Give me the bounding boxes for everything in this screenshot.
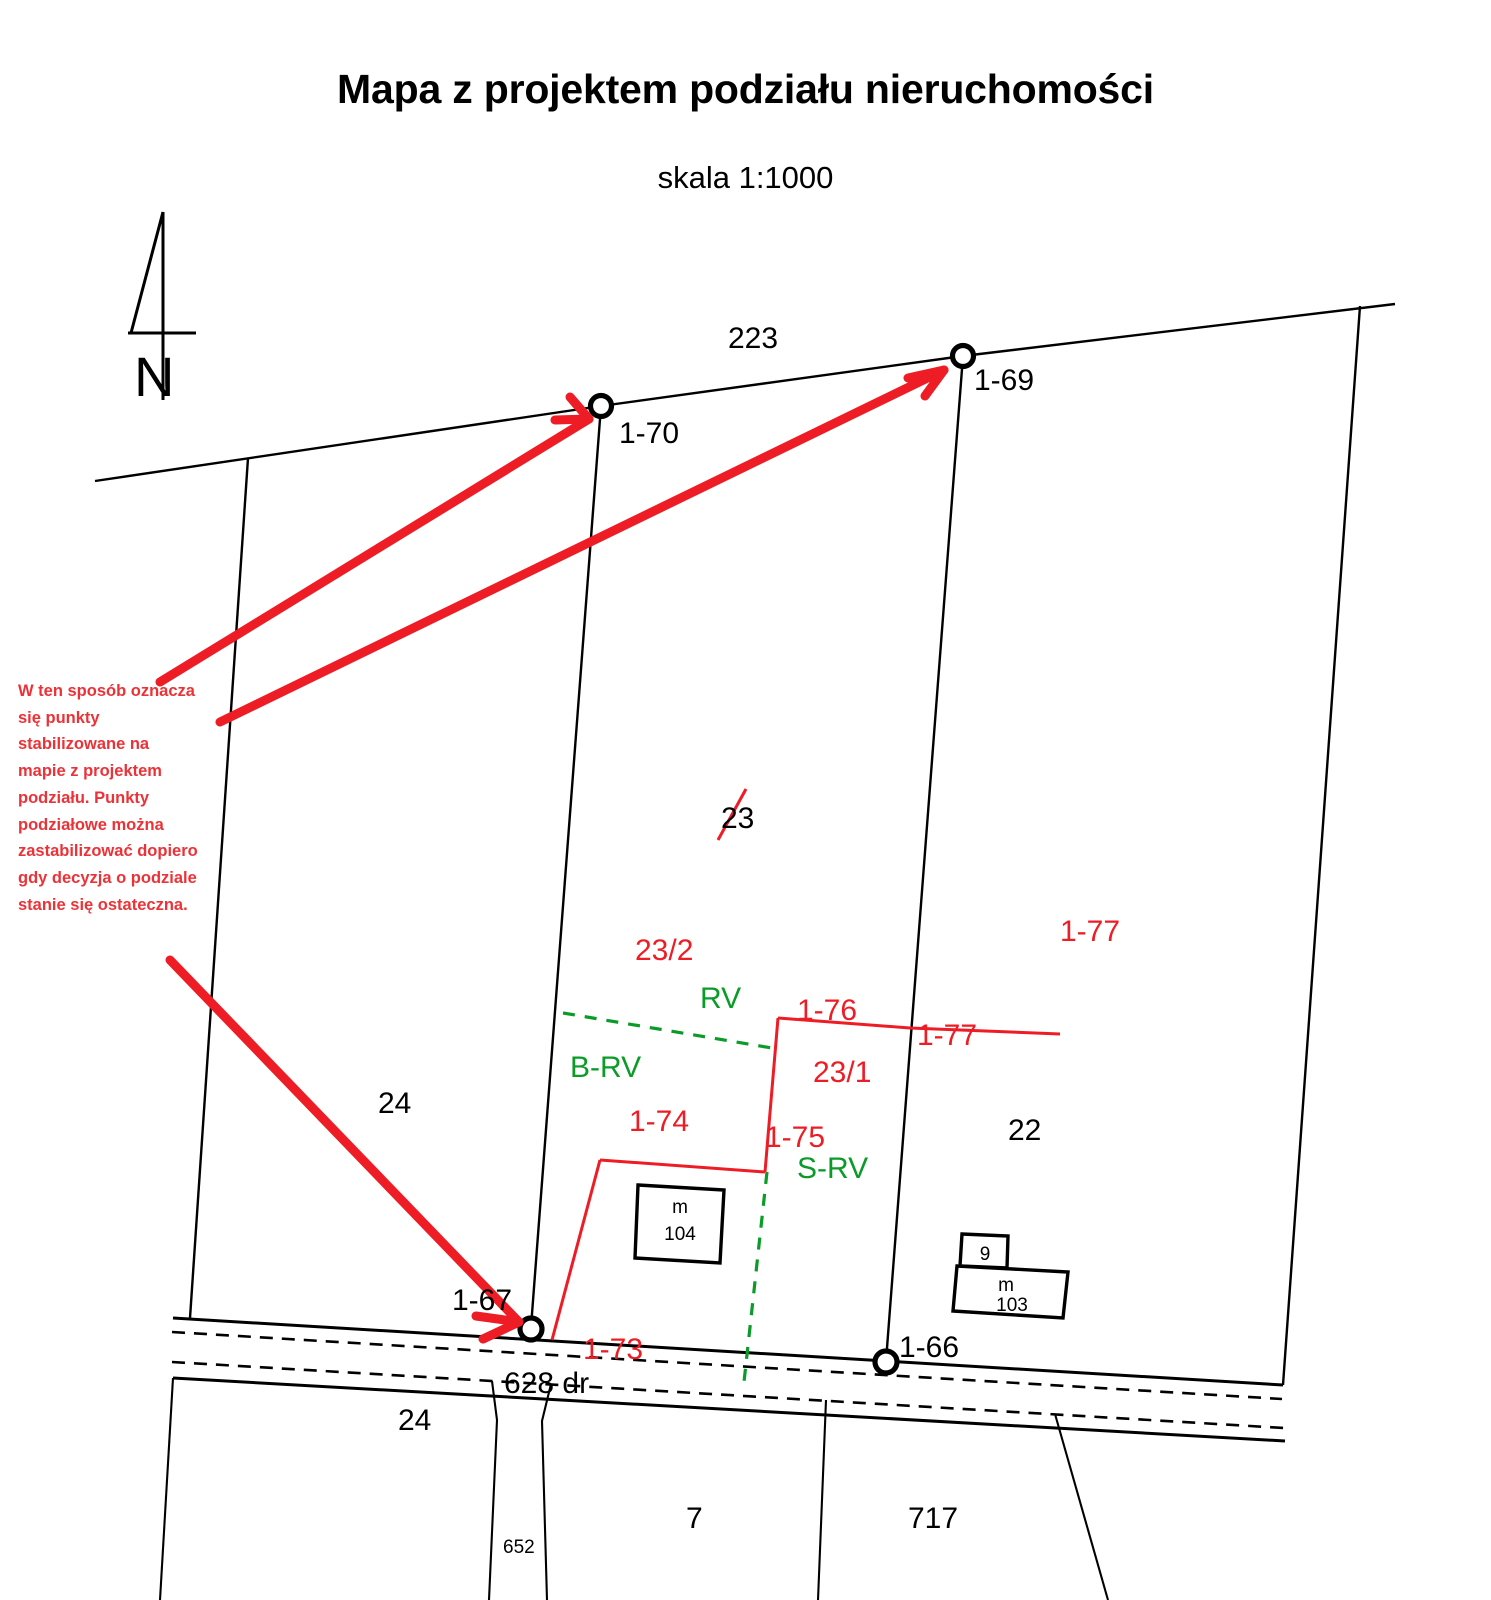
parcel-label-23-1: 23/1: [813, 1056, 871, 1089]
building-103-number: 103: [996, 1295, 1028, 1316]
soil-class-label-b-rv: B-RV: [570, 1051, 641, 1084]
annotation-arrow-middle: [215, 365, 949, 727]
survey-point-label-1-67: 1-67: [452, 1284, 512, 1317]
parcel-label-7: 7: [686, 1502, 703, 1535]
boundary-point-label-1-76: 1-76: [797, 994, 857, 1027]
building-104-type: m: [672, 1197, 688, 1218]
parcel-label-23-2: 23/2: [635, 934, 693, 967]
survey-point-1-70[interactable]: [587, 392, 615, 420]
north-label: N: [134, 345, 174, 408]
survey-point-1-67[interactable]: [517, 1315, 545, 1343]
building-9-number: 9: [980, 1244, 991, 1265]
survey-point-1-69[interactable]: [949, 342, 977, 370]
parcel-label-223: 223: [728, 322, 778, 355]
survey-point-label-1-69: 1-69: [974, 364, 1034, 397]
annotation-note: W ten sposób oznacza się punkty stabiliz…: [18, 682, 198, 914]
soil-class-label-s-rv: S-RV: [797, 1152, 868, 1185]
new-division-boundary: [550, 1016, 1061, 1341]
boundary-point-label-1-73: 1-73: [583, 1333, 643, 1366]
parcel-label-23-old: 23: [721, 802, 754, 835]
annotation-arrow-upper: [155, 392, 594, 687]
north-arrow-icon: [128, 211, 196, 400]
survey-point-markers: [517, 342, 977, 1376]
parcel-label-717: 717: [908, 1502, 958, 1535]
page-title: Mapa z projektem podziału nieruchomości: [337, 66, 1154, 112]
boundary-point-label-1-77-edge: 1-77: [917, 1019, 977, 1052]
boundary-point-label-1-77-area: 1-77: [1060, 915, 1120, 948]
soil-class-lines: [562, 1011, 779, 1383]
parcel-label-24-lower: 24: [398, 1404, 431, 1437]
building-104: [633, 1183, 726, 1265]
parcel-label-24-upper: 24: [378, 1087, 411, 1120]
building-104-number: 104: [664, 1224, 696, 1245]
building-103: [951, 1264, 1070, 1320]
parcel-label-652: 652: [503, 1537, 535, 1558]
survey-point-label-1-70: 1-70: [619, 417, 679, 450]
soil-class-label-rv: RV: [700, 982, 741, 1015]
road-label-628dr: 628 dr: [504, 1367, 589, 1400]
building-103-type: m: [998, 1275, 1014, 1296]
survey-point-label-1-66: 1-66: [899, 1331, 959, 1364]
survey-point-1-66[interactable]: [872, 1348, 900, 1376]
boundary-point-label-1-74: 1-74: [629, 1105, 689, 1138]
boundary-point-label-1-75: 1-75: [765, 1121, 825, 1154]
annotation-arrow-lower: [165, 955, 524, 1344]
parcel-boundaries-existing: [94, 302, 1396, 1600]
parcel-label-22: 22: [1008, 1114, 1041, 1147]
map-scale-label: skala 1:1000: [657, 160, 834, 195]
parcel-23-strikethrough: [716, 788, 748, 841]
